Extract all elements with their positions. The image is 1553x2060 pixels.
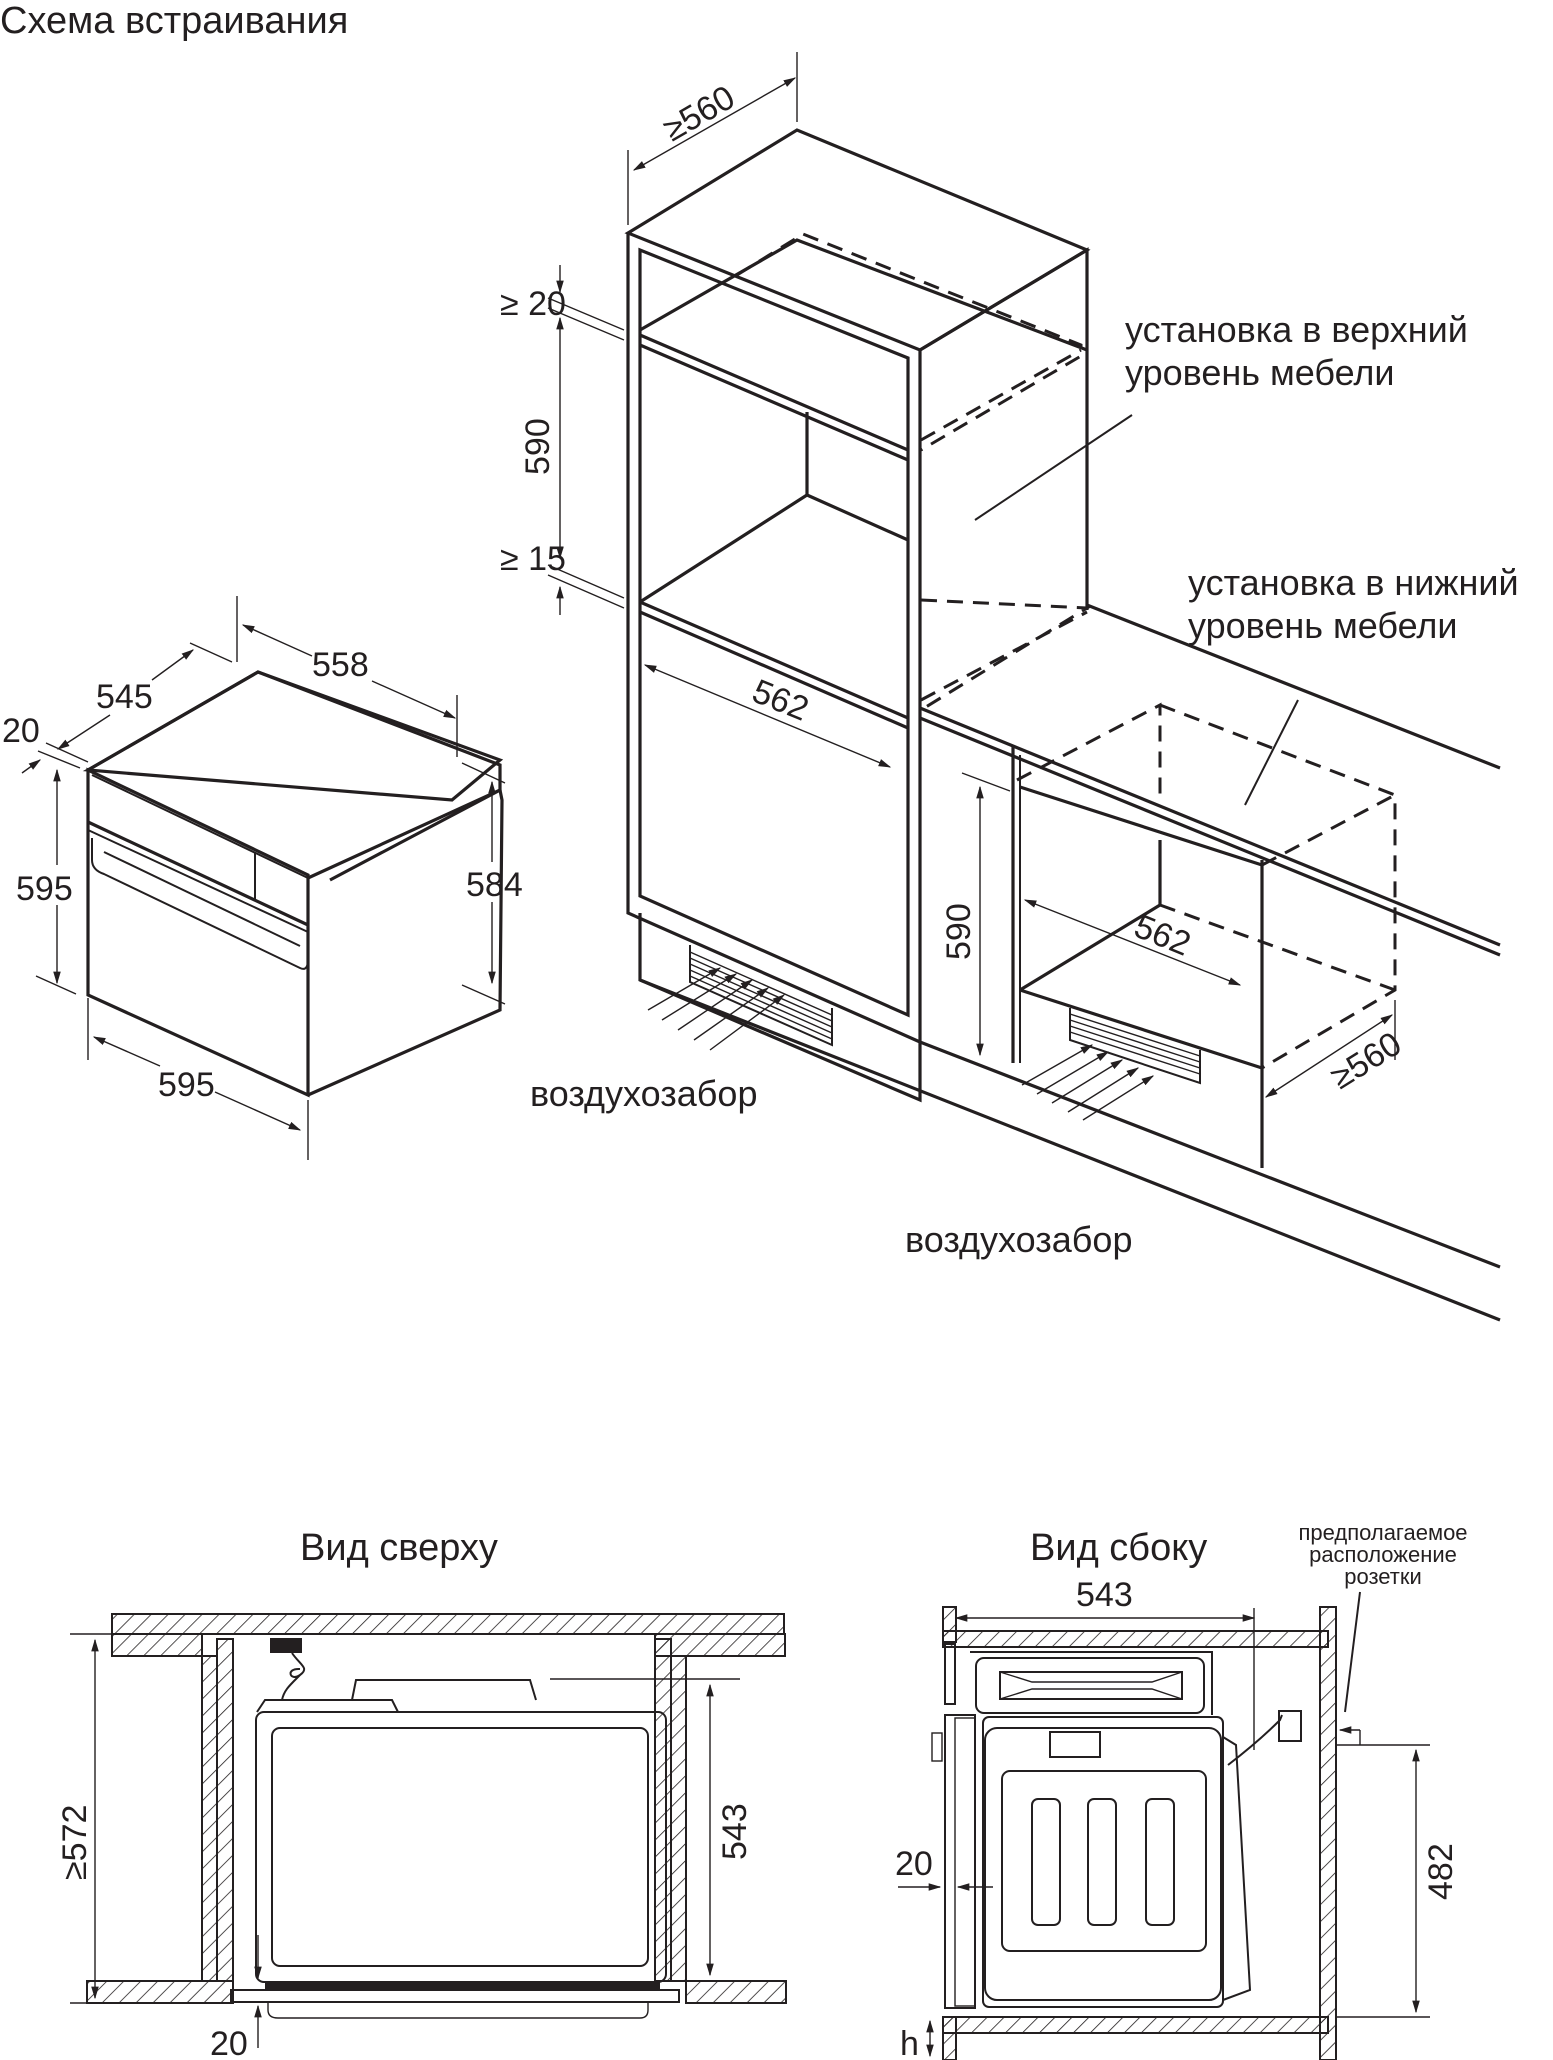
oven-front-face [86,767,310,1098]
socket-note-line3: розетки [1344,1564,1422,1589]
dim-oven-depth-body: 545 [96,678,153,716]
air-intake-arrows-lower [1021,1044,1155,1121]
lower-install-label-line1: установка в нижний [1188,562,1519,603]
upper-install-label-line1: установка в верхний [1125,309,1468,350]
dim-oven-depth-total: 558 [312,646,369,684]
tall-cabinet-isometric: воздухозабор ≥560 ≥ 20 590 ≥ 15 562 уста… [500,52,1468,1114]
socket-top [270,1638,302,1653]
cabinet-bottom-panel [942,2016,1329,2034]
oven-side-face [307,787,504,1097]
dim-oven-front-offset: 20 [2,712,40,750]
socket-note-line2: расположение [1309,1542,1457,1567]
dim-oven-height-front: 595 [16,870,73,908]
page-title: Схема встраивания [0,0,348,42]
dim-top-oven-depth: 543 [716,1803,754,1860]
dim-top-niche-depth: ≥572 [56,1805,94,1880]
dim-side-front-offset: 20 [895,1845,933,1883]
side-view-title: Вид сбоку [1030,1527,1207,1569]
air-intake-label-upper: воздухозабор [530,1073,757,1114]
air-intake-label-lower: воздухозабор [905,1219,1132,1260]
side-view: Вид сбоку предполагаемое расположение ро… [895,1520,1468,2060]
power-cord [281,1652,306,1701]
dim-side-oven-depth: 543 [1076,1576,1133,1614]
right-side-wall [654,1638,672,1982]
socket-note-line1: предполагаемое [1298,1520,1467,1545]
dim-base-height: h [900,2025,919,2060]
oven-isometric: 20 545 558 595 584 595 [2,596,523,1160]
dim-top-front-offset: 20 [210,2025,248,2060]
back-wall [111,1613,785,1635]
left-side-wall [201,1655,218,1982]
lower-install-label-line2: уровень мебели [1188,605,1458,646]
oven-side-profile [931,1643,1302,2009]
socket-side [1278,1710,1302,1742]
dim-gap-bottom: ≥ 15 [500,540,566,578]
dim-tall-niche-width: 562 [747,672,814,728]
cabinet-top-panel [942,1630,1329,1648]
oven-handle [91,838,309,970]
upper-install-label-line2: уровень мебели [1125,352,1395,393]
dim-tall-niche-height: 590 [519,418,557,475]
tall-cabinet-front-frame [626,233,922,1045]
dim-tall-cabinet-depth: ≥560 [657,78,741,149]
dim-oven-width: 595 [158,1066,215,1104]
tall-cabinet-top [624,128,1091,352]
top-view: Вид сверху ≥572 543 20 [56,1527,787,2060]
air-vent-lower [1069,1008,1201,1085]
dim-socket-height: 482 [1422,1843,1460,1900]
cabinet-back-panel [1319,1606,1337,2060]
dim-base-niche-height: 590 [940,903,978,960]
oven-body-top [255,1711,667,1983]
dim-gap-top: ≥ 20 [500,285,566,323]
dim-oven-height-body: 584 [466,866,523,904]
top-view-title: Вид сверху [300,1527,498,1569]
